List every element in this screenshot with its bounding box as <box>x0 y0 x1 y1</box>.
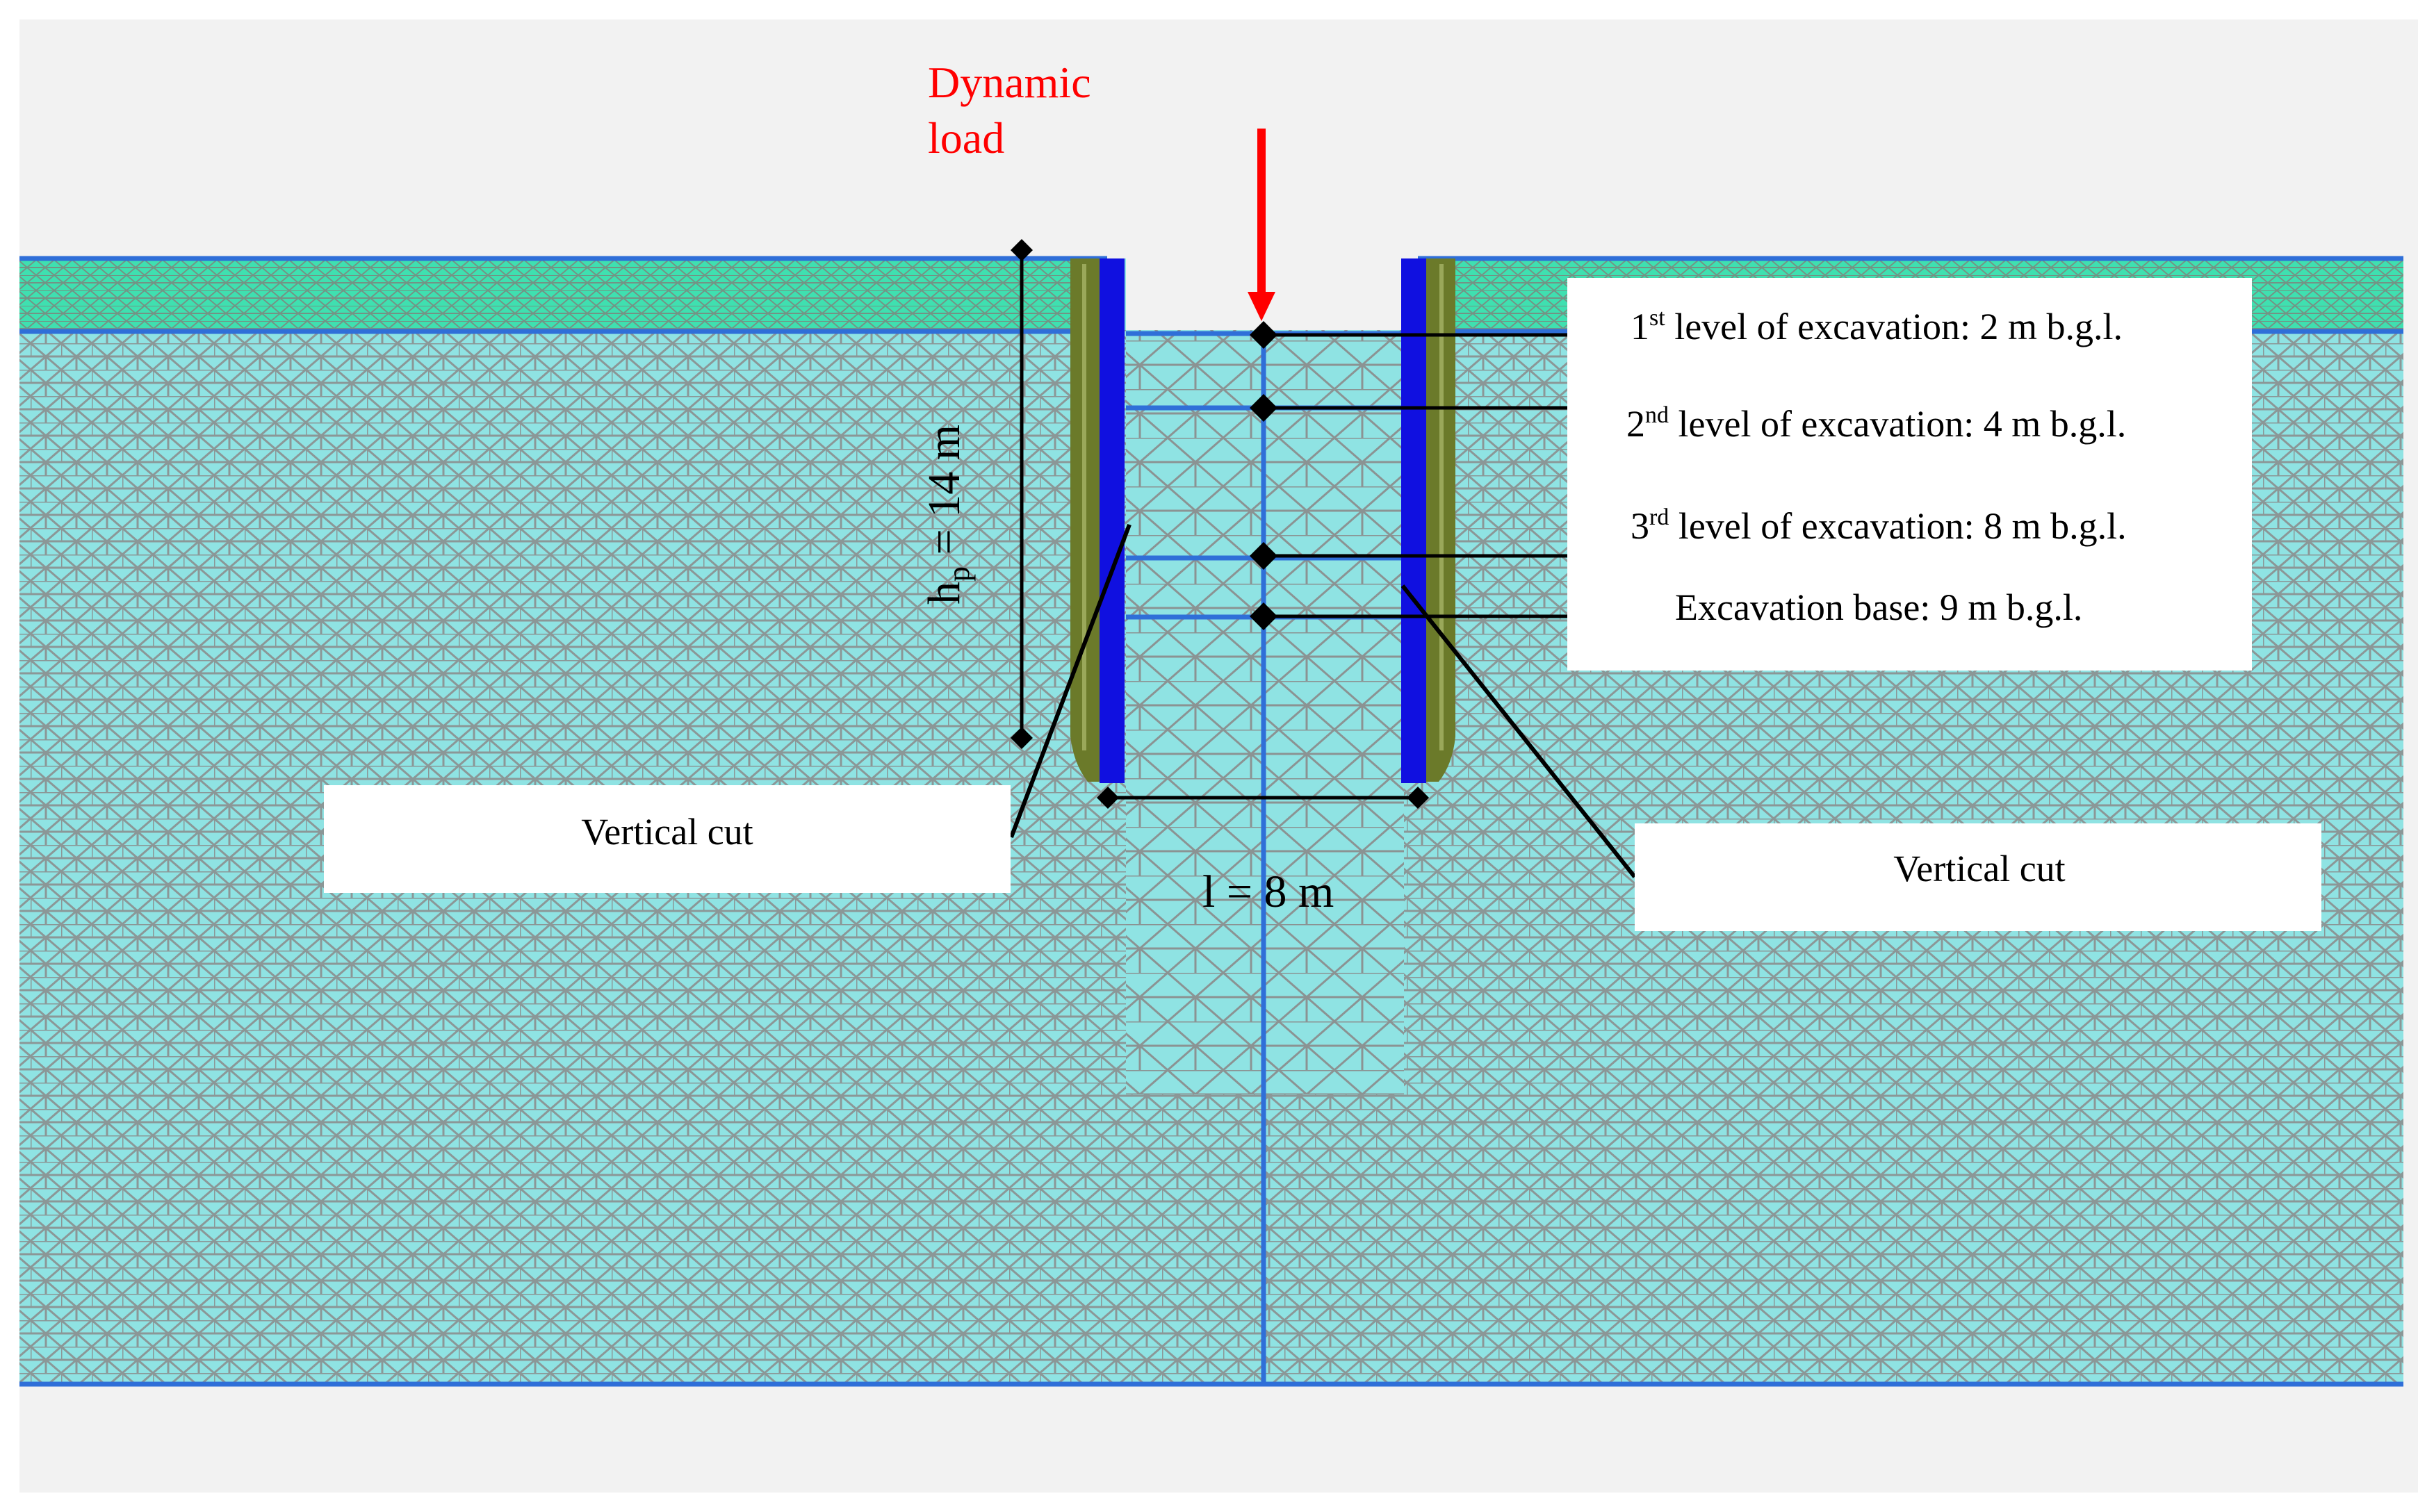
level-marker-3 <box>1250 542 1277 570</box>
pile-height-dimension <box>1011 239 1033 749</box>
vertical-cut-right-label: Vertical cut <box>1893 848 2065 889</box>
level-markers <box>1250 321 1277 630</box>
legend-base: Excavation base: 9 m b.g.l. <box>1675 586 2082 628</box>
dynamic-load-arrow <box>1248 129 1275 321</box>
vertical-cut-leader-right <box>1400 584 1637 878</box>
white-border-top <box>0 0 2418 19</box>
legend-level-2: 2nd level of excavation: 4 m b.g.l. <box>1626 402 2126 445</box>
vertical-cut-leader-left <box>1009 523 1132 839</box>
width-dimension <box>1097 787 1429 809</box>
dynamic-load-label-line2: load <box>928 113 1004 163</box>
pile-height-label: hp = 14 m <box>919 425 976 605</box>
level-marker-base <box>1250 602 1277 630</box>
wall-left <box>1100 258 1125 783</box>
white-border-left <box>0 0 19 1512</box>
legend-level-3: 3rd level of excavation: 8 m b.g.l. <box>1631 504 2127 547</box>
width-label: l = 8 m <box>1202 866 1334 917</box>
vertical-cut-right-box <box>1635 823 2321 931</box>
level-leader-lines <box>1264 333 1567 618</box>
top-layer-left-mesh <box>19 258 1107 331</box>
white-border-bottom <box>0 1493 2418 1512</box>
dynamic-load-label-line1: Dynamic <box>928 58 1091 107</box>
excavation-levels-legend-box <box>1567 278 2252 671</box>
wall-right <box>1401 258 1426 783</box>
vertical-cut-left-label: Vertical cut <box>581 811 753 853</box>
vertical-cut-left-box <box>324 785 1011 893</box>
level-marker-1 <box>1250 321 1277 349</box>
legend-level-1: 1st level of excavation: 2 m b.g.l. <box>1631 305 2123 347</box>
level-marker-2 <box>1250 394 1277 422</box>
